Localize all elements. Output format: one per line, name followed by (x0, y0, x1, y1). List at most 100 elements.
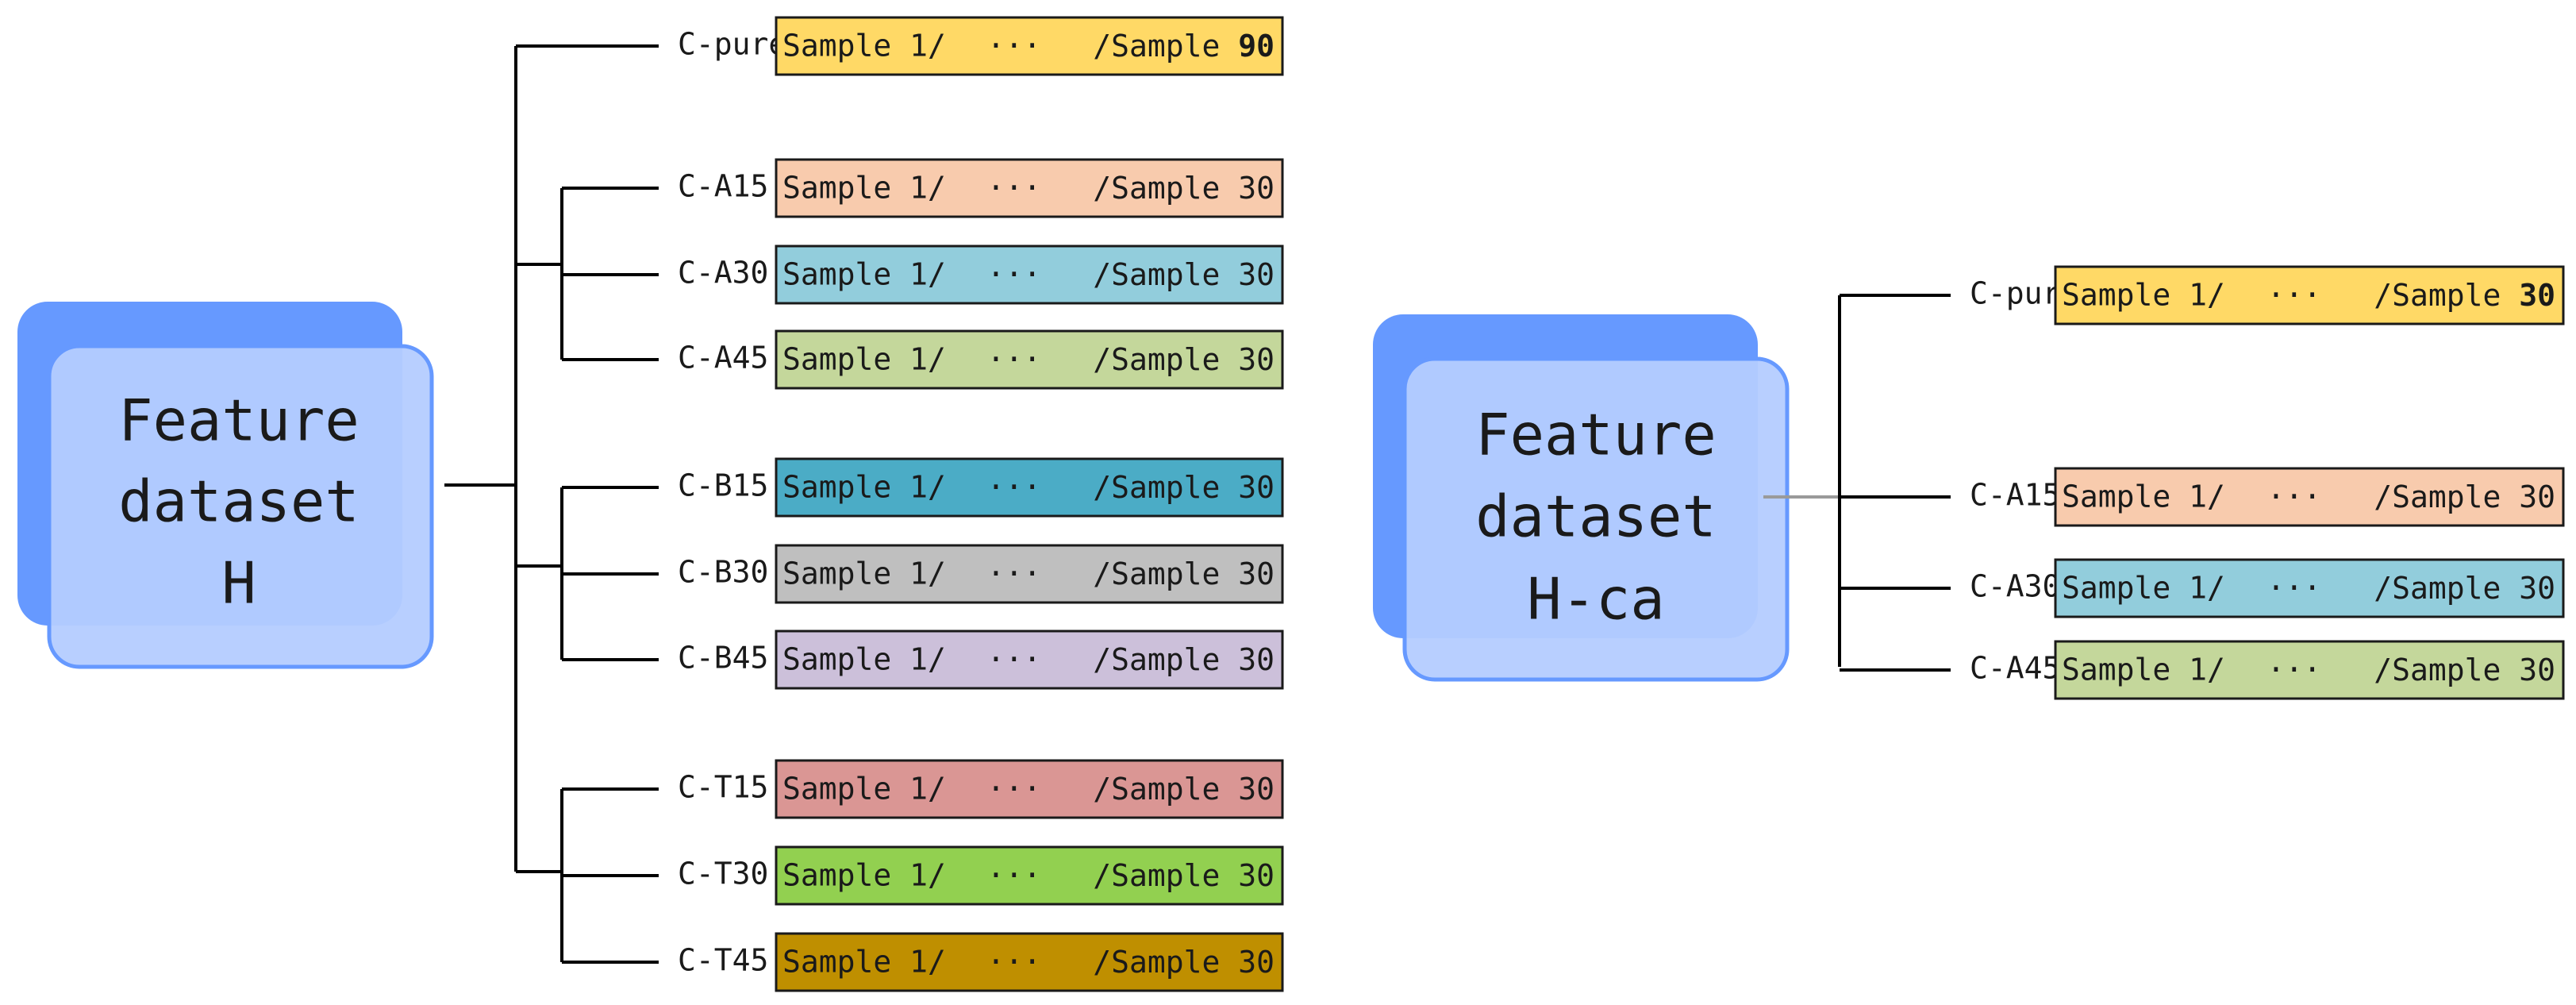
ellipsis-label: ··· (987, 556, 1042, 591)
sample-end-prefix: /Sample (1093, 945, 1238, 980)
sample-start-label: Sample 1/ (2062, 278, 2225, 313)
sample-end-count: 30 (1238, 171, 1275, 206)
sample-end-prefix: /Sample (1093, 772, 1238, 807)
sample-end-prefix: /Sample (1093, 257, 1238, 292)
sample-start-label: Sample 1/ (782, 945, 946, 980)
ellipsis-label: ··· (2266, 571, 2321, 606)
sample-bar (775, 158, 1284, 218)
sample-bar (775, 544, 1284, 604)
sample-end-prefix: /Sample (1093, 29, 1238, 64)
sample-bar (775, 245, 1284, 305)
ellipsis-label: ··· (987, 171, 1042, 206)
sample-bar (2054, 467, 2565, 527)
sample-start-label: Sample 1/ (2062, 479, 2225, 514)
category-label: C-A30 (1970, 569, 2060, 604)
title-box-front (1402, 356, 1790, 682)
sample-end-label: /Sample 30 (1093, 470, 1275, 505)
sample-bar (775, 16, 1284, 76)
sample-bar (775, 457, 1284, 518)
sample-end-count: 30 (2519, 571, 2555, 606)
category-label: C-A15 (1970, 478, 2060, 513)
category-row-c-t45: C-T45 Sample 1/ ··· /Sample 30 (678, 932, 1284, 992)
title-line-1: Feature (1475, 402, 1716, 468)
title-box-front (47, 344, 434, 669)
title-line-3: H (221, 550, 256, 617)
sample-start-label: Sample 1/ (2062, 653, 2225, 687)
ellipsis-label: ··· (987, 342, 1042, 377)
ellipsis-label: ··· (987, 772, 1042, 807)
category-label: C-B15 (678, 468, 768, 503)
category-label: C-A45 (1970, 651, 2060, 686)
sample-end-count: 30 (1238, 858, 1275, 893)
sample-end-label: /Sample 30 (1093, 772, 1275, 807)
sample-end-count: 30 (1238, 470, 1275, 505)
sample-end-prefix: /Sample (1093, 556, 1238, 591)
sample-end-label: /Sample 30 (1093, 171, 1275, 206)
sample-bar (775, 329, 1284, 390)
sample-start-label: Sample 1/ (782, 556, 946, 591)
sample-start-label: Sample 1/ (782, 772, 946, 807)
sample-end-label: /Sample 30 (2374, 571, 2555, 606)
category-row-c-t15: C-T15 Sample 1/ ··· /Sample 30 (678, 759, 1284, 819)
sample-end-prefix: /Sample (2374, 278, 2519, 313)
ellipsis-label: ··· (987, 257, 1042, 292)
sample-bar (775, 932, 1284, 992)
ellipsis-label: ··· (987, 29, 1042, 64)
sample-bar (775, 845, 1284, 906)
category-row-c-a30: C-A30 Sample 1/ ··· /Sample 30 (678, 245, 1284, 305)
ellipsis-label: ··· (987, 470, 1042, 505)
sample-end-prefix: /Sample (1093, 470, 1238, 505)
category-label: C-T15 (678, 770, 768, 805)
sample-start-label: Sample 1/ (782, 171, 946, 206)
sample-end-prefix: /Sample (2374, 571, 2519, 606)
sample-bar (775, 759, 1284, 819)
sample-bar (775, 630, 1284, 690)
title-line-3: H-ca (1527, 566, 1664, 633)
category-label: C-T45 (678, 943, 768, 978)
sample-start-label: Sample 1/ (782, 858, 946, 893)
sample-end-count: 30 (1238, 342, 1275, 377)
sample-end-count: 30 (1238, 556, 1275, 591)
sample-end-count: 30 (1238, 772, 1275, 807)
category-label: C-A30 (678, 256, 768, 291)
sample-end-label: /Sample 30 (1093, 945, 1275, 980)
sample-start-label: Sample 1/ (782, 257, 946, 292)
ellipsis-label: ··· (987, 945, 1042, 980)
sample-end-label: /Sample 30 (1093, 642, 1275, 677)
sample-start-label: Sample 1/ (782, 470, 946, 505)
ellipsis-label: ··· (2266, 479, 2321, 514)
sample-start-label: Sample 1/ (2062, 571, 2225, 606)
sample-end-count: 90 (1238, 29, 1275, 64)
title-line-2: dataset (1475, 483, 1716, 550)
sample-end-label: /Sample 30 (1093, 257, 1275, 292)
sample-bar (2054, 558, 2565, 618)
category-label: C-T30 (678, 857, 768, 891)
ellipsis-label: ··· (2266, 278, 2321, 313)
ellipsis-label: ··· (987, 642, 1042, 677)
sample-end-label: /Sample 90 (1093, 29, 1275, 64)
sample-end-count: 30 (1238, 945, 1275, 980)
sample-end-prefix: /Sample (1093, 171, 1238, 206)
sample-start-label: Sample 1/ (782, 342, 946, 377)
sample-start-label: Sample 1/ (782, 29, 946, 64)
sample-bar (2054, 640, 2565, 700)
category-label: C-B30 (678, 555, 768, 590)
sample-end-prefix: /Sample (1093, 342, 1238, 377)
sample-end-label: /Sample 30 (2374, 479, 2555, 514)
category-label: C-A45 (678, 341, 768, 375)
sample-end-prefix: /Sample (2374, 479, 2519, 514)
ellipsis-label: ··· (987, 858, 1042, 893)
sample-end-prefix: /Sample (1093, 642, 1238, 677)
sample-end-count: 30 (2519, 653, 2555, 687)
sample-start-label: Sample 1/ (782, 642, 946, 677)
